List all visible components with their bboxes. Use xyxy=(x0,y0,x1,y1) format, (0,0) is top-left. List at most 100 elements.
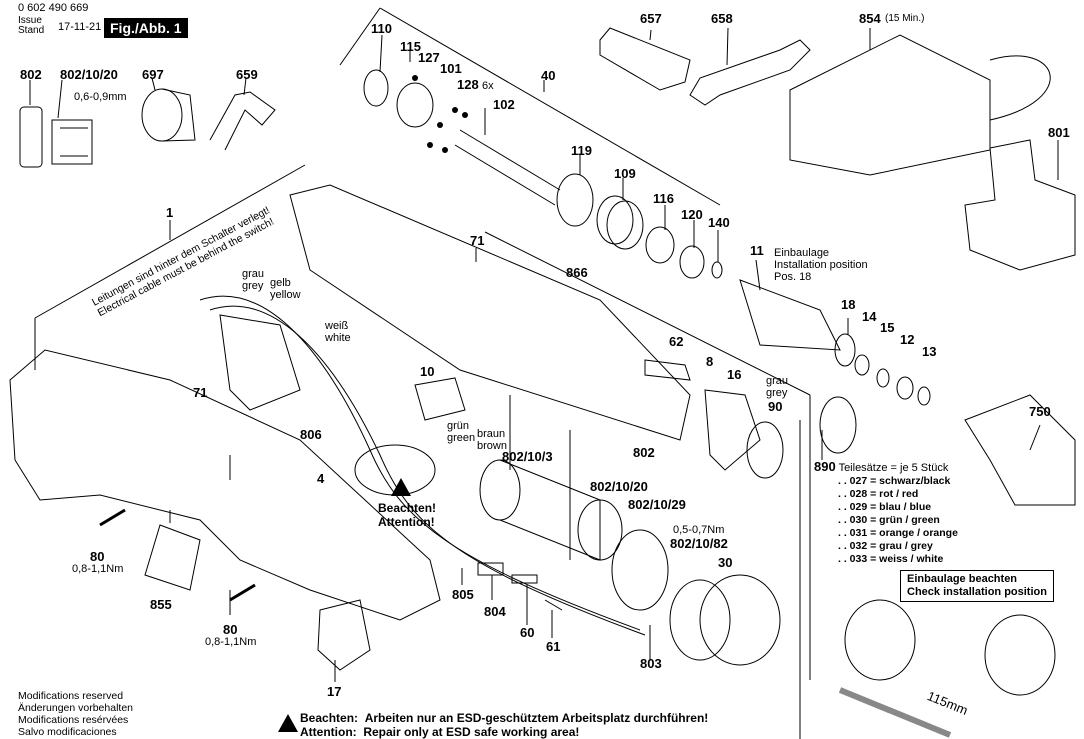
callout-697: 697 xyxy=(142,67,164,82)
callout-14: 14 xyxy=(862,309,877,324)
callout-802-10-82: 802/10/82 xyxy=(670,536,728,551)
callout-109: 109 xyxy=(614,166,636,181)
callout-16: 16 xyxy=(727,367,742,382)
wire-color-grey-en: grey xyxy=(242,280,264,292)
check-installation-de: Einbaulage beachten xyxy=(907,573,1018,585)
figure-label: Fig./Abb. 1 xyxy=(104,18,188,38)
wire-color-brown-en: brown xyxy=(477,440,507,452)
part-11 xyxy=(739,279,841,351)
part-854-charger xyxy=(789,34,991,176)
part-15 xyxy=(876,368,890,388)
part-116 xyxy=(645,226,675,264)
install-note: Einbaulage Installation position Pos. 18 xyxy=(774,247,868,283)
part-13 xyxy=(917,386,931,406)
part-890 xyxy=(819,396,857,454)
esd-warning: Beachten: Arbeiten nur an ESD-geschützte… xyxy=(300,711,708,739)
callout-116: 116 xyxy=(653,191,674,206)
part-801-battery xyxy=(964,139,1076,271)
callout-18: 18 xyxy=(841,297,856,312)
modifications-de: Änderungen vorbehalten xyxy=(18,702,134,714)
callout-803: 803 xyxy=(640,656,662,671)
install-note-de: Einbaulage xyxy=(774,247,830,259)
callout-90: 90 xyxy=(768,399,783,414)
wire-color-90: grau grey xyxy=(766,375,788,399)
boundary-line-1 xyxy=(34,164,306,319)
wire-color-90-en: grey xyxy=(766,387,788,399)
callout-30: 30 xyxy=(718,555,733,570)
callout-71-top: 71 xyxy=(470,233,485,248)
part-866-housing xyxy=(289,184,691,441)
part-119 xyxy=(556,173,594,227)
callout-13: 13 xyxy=(922,344,937,359)
issue-label-en: Issue xyxy=(18,15,42,26)
part-804 xyxy=(477,562,504,576)
callout-659: 659 xyxy=(236,67,258,82)
wire-color-weiss: weiß xyxy=(325,320,349,332)
issue-labels: Issue Stand xyxy=(18,16,44,36)
callout-40: 40 xyxy=(541,68,556,83)
callout-802-10-20-motor: 802/10/20 xyxy=(590,479,648,494)
part-855 xyxy=(144,524,201,591)
callout-102: 102 xyxy=(493,97,515,112)
part-657 xyxy=(599,27,691,91)
warning-en-text: Repair only at ESD safe working area! xyxy=(363,725,580,739)
boundary-line xyxy=(379,7,721,206)
wire-bundle xyxy=(199,295,641,631)
wire-color-braun: braun xyxy=(477,428,506,440)
parts-set-row: . . 027 = schwarz/black xyxy=(838,475,951,487)
part-802-10-29 xyxy=(611,529,669,611)
issue-label-de: Stand xyxy=(18,25,45,36)
part-90 xyxy=(746,421,784,479)
part-140 xyxy=(711,261,723,279)
warning-de-label: Beachten: xyxy=(300,711,359,725)
callout-10: 10 xyxy=(420,364,435,379)
callout-890: 890 xyxy=(814,459,836,474)
callout-140: 140 xyxy=(708,215,730,230)
wire-color-green-en: green xyxy=(447,432,476,444)
part-30 xyxy=(699,574,781,666)
wire-color-white: weiß white xyxy=(325,320,351,344)
callout-62: 62 xyxy=(669,334,684,349)
callout-750: 750 xyxy=(1029,404,1051,419)
part-109 xyxy=(596,195,634,245)
callout-804: 804 xyxy=(484,604,506,619)
balls-128 xyxy=(412,75,468,153)
part-658 xyxy=(689,39,811,106)
callout-8: 8 xyxy=(706,354,714,369)
parts-set-row: . . 031 = orange / orange xyxy=(838,527,958,539)
wire-color-brown: braun brown xyxy=(477,428,507,452)
callout-127: 127 xyxy=(418,50,440,65)
part-12 xyxy=(896,376,914,400)
callout-128-qty: 6x xyxy=(482,80,494,92)
callout-1: 1 xyxy=(166,205,174,220)
callout-110: 110 xyxy=(371,21,392,36)
part-number: 0 602 490 669 xyxy=(18,2,89,14)
tool-body-housing xyxy=(9,349,441,621)
check-installation-box: Einbaulage beachten Check installation p… xyxy=(900,570,1054,602)
part-61 xyxy=(544,599,563,611)
part-17 xyxy=(317,599,371,671)
part-14 xyxy=(854,354,870,376)
warning-en-label: Attention: xyxy=(300,725,357,739)
modifications-es: Salvo modificaciones xyxy=(18,726,117,738)
part-802-10-20-detail xyxy=(51,119,93,165)
detail-view-right xyxy=(984,614,1056,696)
callout-101: 101 xyxy=(440,61,462,76)
callout-854-note: (15 Min.) xyxy=(885,13,925,24)
boundary-line xyxy=(484,231,811,396)
warning-de-text: Arbeiten nur an ESD-geschütztem Arbeitsp… xyxy=(364,711,709,725)
esd-warning-icon xyxy=(278,714,298,732)
wire-color-grau: grau xyxy=(242,268,265,280)
screw-80a xyxy=(99,508,126,527)
callout-115: 115 xyxy=(400,39,421,54)
torque-802-10-82: 0,5-0,7Nm xyxy=(673,524,725,536)
parts-set-row: . . 029 = blau / blue xyxy=(838,501,932,513)
wire-color-yellow-en: yellow xyxy=(270,289,301,301)
part-659 xyxy=(209,91,276,151)
install-note-pos: Pos. 18 xyxy=(774,271,812,283)
callout-17: 17 xyxy=(327,684,342,699)
parts-set-row: . . 033 = weiss / white xyxy=(838,553,944,565)
callout-4: 4 xyxy=(317,471,325,486)
parts-set-row: . . 032 = grau / grey xyxy=(838,540,933,552)
callout-80-b: 80 xyxy=(223,622,238,637)
